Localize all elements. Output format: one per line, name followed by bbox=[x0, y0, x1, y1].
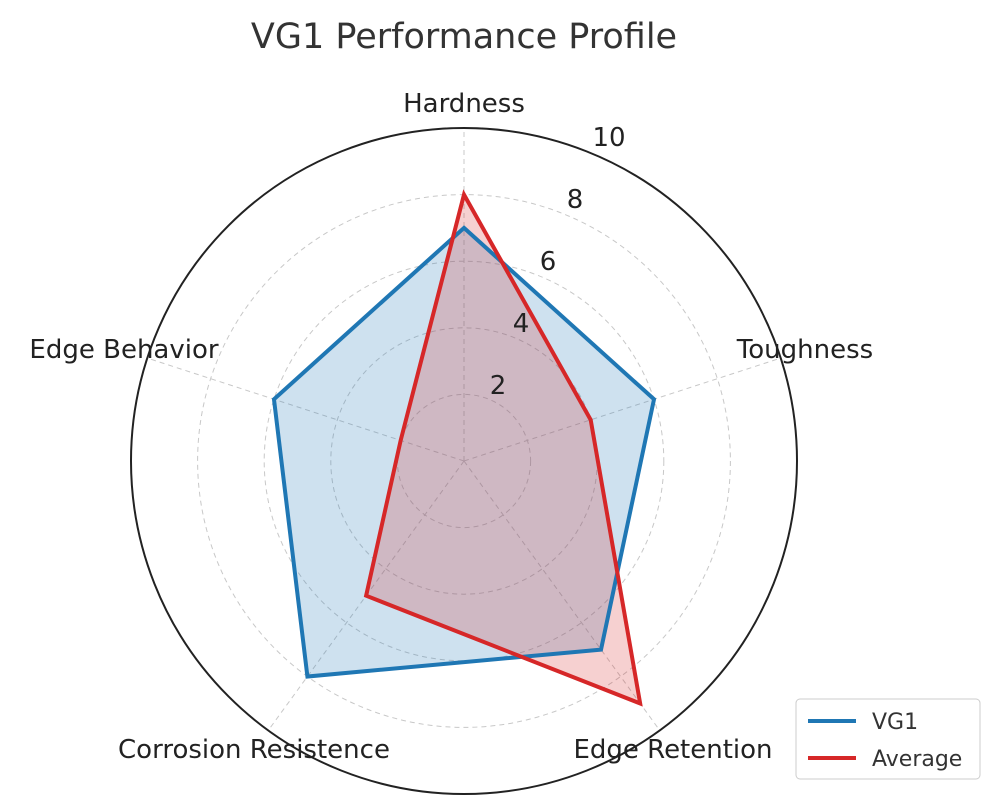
outer-circle bbox=[130, 127, 798, 795]
r-tick-label: 8 bbox=[567, 185, 584, 215]
series-line-vg1 bbox=[271, 225, 657, 679]
series-fill-average bbox=[366, 194, 641, 704]
r-tick-label: 2 bbox=[490, 371, 507, 401]
legend-label: Average bbox=[872, 747, 962, 772]
r-tick-label: 4 bbox=[513, 309, 530, 339]
grid-circle bbox=[263, 260, 665, 662]
axis-label: Edge Retention bbox=[573, 735, 772, 765]
grid-spoke bbox=[463, 460, 661, 731]
series-line-average bbox=[363, 189, 643, 707]
axis-label: Hardness bbox=[403, 89, 525, 119]
grid-spoke bbox=[147, 357, 465, 462]
grid-spoke bbox=[463, 357, 781, 462]
axis-label: Edge Behavior bbox=[29, 335, 218, 365]
chart-title: VG1 Performance Profile bbox=[251, 17, 677, 57]
r-tick-label: 10 bbox=[592, 123, 625, 153]
series-fill-vg1 bbox=[273, 227, 655, 677]
legend-label: VG1 bbox=[872, 710, 918, 735]
r-tick-label: 6 bbox=[540, 247, 557, 277]
axis-label: Corrosion Resistence bbox=[118, 735, 390, 765]
axis-label: Toughness bbox=[736, 335, 873, 365]
